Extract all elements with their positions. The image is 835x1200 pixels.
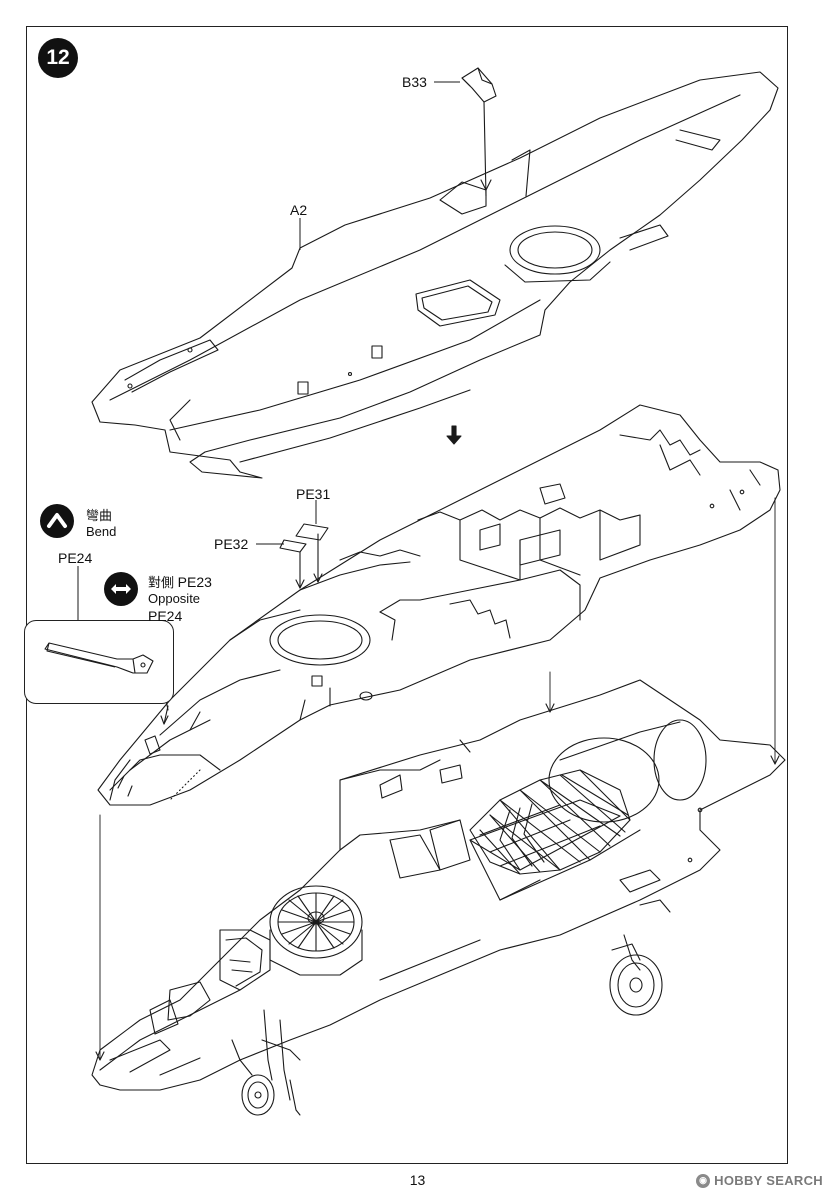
watermark-logo-icon: ◉ bbox=[696, 1173, 711, 1188]
page-number: 13 bbox=[409, 1172, 426, 1188]
opposite-legend: 對側 PE23 Opposite bbox=[148, 574, 212, 607]
opposite-arrow-icon bbox=[104, 572, 138, 606]
part-b33 bbox=[461, 67, 497, 197]
label-pe32: PE32 bbox=[214, 536, 249, 552]
page-border bbox=[26, 26, 788, 1164]
bend-legend: 彎曲 Bend bbox=[86, 508, 116, 540]
opposite-cjk-label: 對側 bbox=[148, 575, 175, 590]
label-pe24-top: PE24 bbox=[58, 550, 93, 566]
part-lower-fuselage-assembly bbox=[91, 679, 786, 1116]
label-pe31: PE31 bbox=[296, 486, 331, 502]
label-b33: B33 bbox=[402, 74, 427, 90]
bend-cjk-label: 彎曲 bbox=[86, 508, 113, 523]
part-pe31-pe32 bbox=[279, 523, 329, 589]
bend-icon bbox=[40, 504, 74, 538]
bend-en-label: Bend bbox=[86, 524, 117, 539]
label-pe24-callout: PE24 bbox=[148, 608, 183, 624]
part-a2-upper-fuselage bbox=[91, 71, 779, 479]
watermark-text: HOBBY SEARCH bbox=[714, 1173, 823, 1188]
step-number-badge: 12 bbox=[38, 38, 78, 78]
watermark: ◉ HOBBY SEARCH bbox=[696, 1173, 823, 1188]
label-a2: A2 bbox=[290, 202, 308, 218]
pe24-detail-drawing bbox=[44, 642, 154, 674]
pe24-detail-callout bbox=[24, 620, 174, 704]
opposite-part-label: PE23 bbox=[177, 574, 212, 590]
assembly-arrow bbox=[446, 425, 462, 445]
opposite-en-label: Opposite bbox=[148, 591, 201, 606]
